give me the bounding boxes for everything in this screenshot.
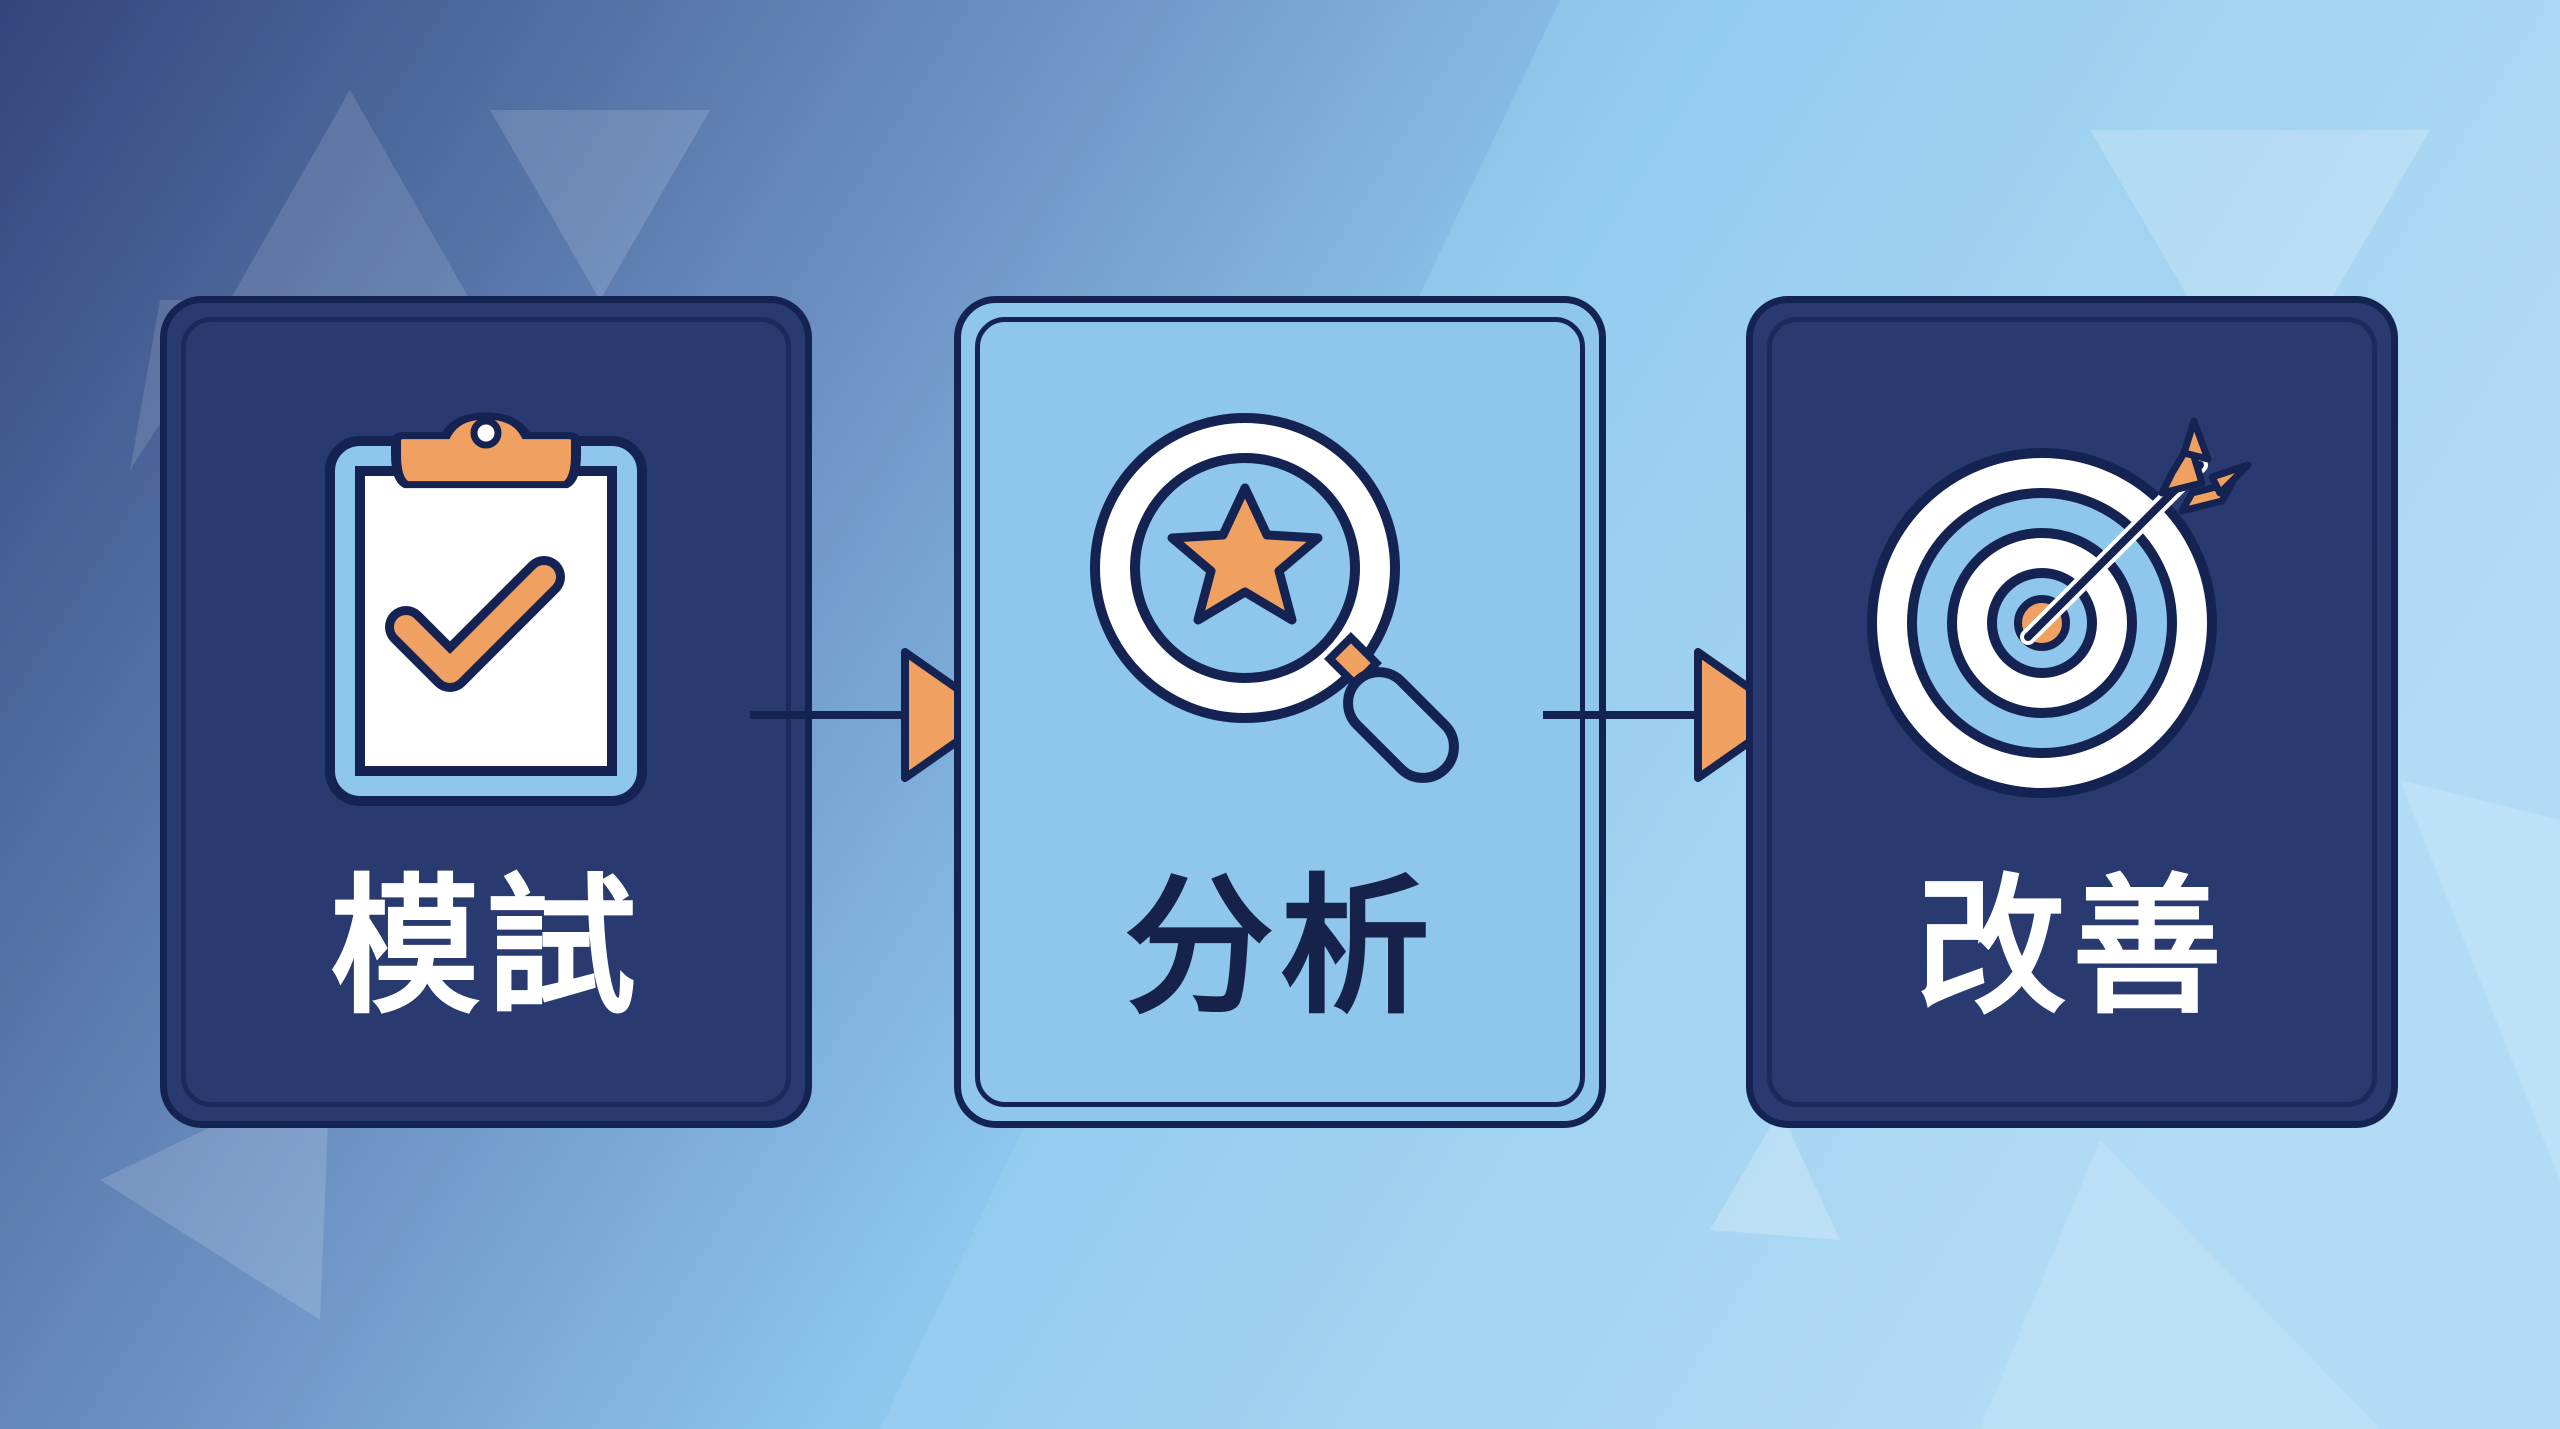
bg-triangle xyxy=(1980,1140,2380,1429)
step-card-mock-exam: 模試 xyxy=(160,296,812,1128)
magnifier-star-icon xyxy=(1090,413,1459,783)
bg-triangle xyxy=(100,1070,330,1320)
bg-triangle xyxy=(2400,780,2560,1180)
bg-triangle xyxy=(1710,1110,1840,1240)
step-card-analysis: 分析 xyxy=(954,296,1606,1128)
bg-triangle xyxy=(2090,130,2430,420)
step-label: 分析 xyxy=(1123,861,1436,1035)
step-label: 改善 xyxy=(1915,861,2228,1035)
arrow-right-icon xyxy=(750,648,999,782)
bg-triangle xyxy=(490,110,710,300)
clipboard-check-icon xyxy=(325,412,647,806)
bg-triangle xyxy=(230,90,470,300)
step-card-improvement: 改善 xyxy=(1746,296,2398,1128)
step-label: 模試 xyxy=(329,861,642,1035)
card-inner-border xyxy=(1767,317,2377,1107)
target-arrow-icon xyxy=(1867,417,2252,798)
arrow-right-icon xyxy=(1543,648,1792,782)
